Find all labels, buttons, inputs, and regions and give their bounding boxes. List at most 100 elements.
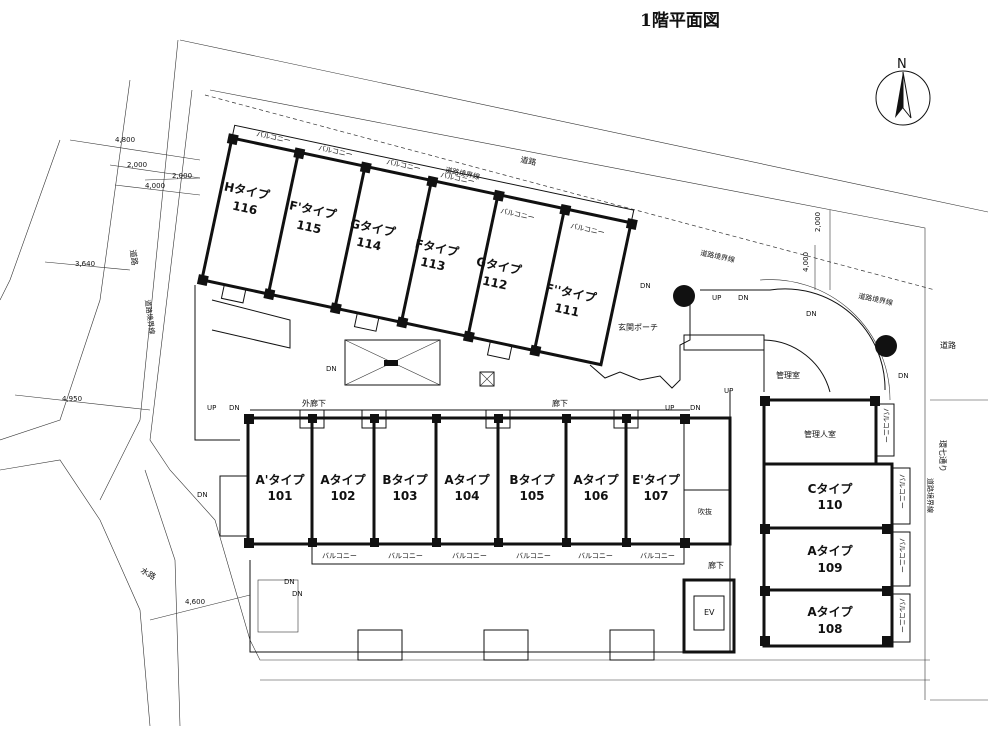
svg-text:Hタイプ: Hタイプ [223, 178, 272, 202]
dn-label-porch: DN [640, 282, 651, 290]
east-units [760, 396, 911, 648]
south-wing [219, 409, 732, 565]
unit-114: Gタイプ 114 [349, 215, 398, 253]
road-boundary-label-north-2: 道路境界線 [700, 248, 736, 264]
dim-2000-b: 2,000 [172, 172, 192, 180]
up-label-corridor: UP [665, 404, 674, 412]
svg-text:Aタイプ: Aタイプ [807, 543, 853, 558]
road-label-west: 道路 [128, 249, 140, 266]
unit-101: A'タイプ 101 [256, 472, 306, 503]
svg-text:Cタイプ: Cタイプ [808, 481, 854, 496]
north-arrow-icon [875, 70, 931, 126]
unit-104: Aタイプ 104 [444, 472, 490, 503]
road-label-east: 道路 [940, 340, 956, 350]
balcony-label-manager: バルコニー [882, 408, 890, 443]
unit-116: Hタイプ 116 [223, 178, 272, 217]
dim-2000-c: 2,000 [814, 212, 822, 232]
svg-text:Bタイプ: Bタイプ [509, 472, 555, 487]
svg-text:Aタイプ: Aタイプ [807, 604, 853, 619]
balcony-label-112: バルコニー [500, 207, 536, 222]
balcony-label-109: バルコニー [898, 538, 906, 573]
balcony-label-103: バルコニー [388, 552, 423, 560]
svg-text:Bタイプ: Bタイプ [382, 472, 428, 487]
svg-text:103: 103 [392, 489, 417, 503]
svg-text:113: 113 [419, 255, 446, 274]
dim-4950: 4,950 [62, 395, 82, 403]
dim-4800: 4,800 [115, 136, 135, 144]
dn-label-ramp-2: DN [898, 372, 909, 380]
road-boundary-label-loop7: 道路境界線 [926, 478, 935, 513]
corridor-label-east: 廊下 [708, 560, 724, 570]
svg-text:Gタイプ: Gタイプ [349, 215, 398, 239]
corridor-label-north: 廊下 [552, 398, 568, 408]
dimension-lines [14, 139, 831, 621]
balcony-label-107: バルコニー [640, 552, 675, 560]
dn-label-east: DN [738, 294, 749, 302]
road-boundary-label-west: 道路境界線 [143, 299, 157, 335]
up-label-core: UP [724, 387, 733, 395]
svg-text:Aタイプ: Aタイプ [444, 472, 490, 487]
svg-text:116: 116 [231, 199, 258, 218]
unit-111: F''タイプ 111 [544, 280, 599, 320]
dn-label-west-2: DN [197, 491, 208, 499]
svg-text:110: 110 [817, 498, 842, 512]
dn-label-corridor: DN [690, 404, 701, 412]
balcony-label-104: バルコニー [452, 552, 487, 560]
balcony-label-108: バルコニー [898, 598, 906, 633]
north-label: N [897, 57, 907, 72]
diagonal-wing [196, 124, 638, 367]
management-room-label: 管理室 [776, 370, 800, 380]
svg-text:F''タイプ: F''タイプ [544, 280, 599, 306]
unit-109: Aタイプ 109 [807, 543, 853, 575]
svg-text:114: 114 [355, 235, 382, 254]
waterway-label: 水路 [139, 565, 158, 582]
dim-4000: 4,000 [145, 182, 165, 190]
svg-text:E'タイプ: E'タイプ [632, 472, 681, 487]
svg-text:109: 109 [817, 561, 842, 575]
svg-text:Aタイプ: Aタイプ [320, 472, 366, 487]
svg-text:112: 112 [481, 274, 508, 293]
balcony-label-102: バルコニー [322, 552, 357, 560]
dn-label-west: DN [229, 404, 240, 412]
svg-text:104: 104 [454, 489, 479, 503]
svg-text:115: 115 [295, 218, 322, 237]
ev-label: EV [704, 608, 715, 617]
dim-2000-a: 2,000 [127, 161, 147, 169]
loop7-label: 環七通り [938, 440, 948, 472]
svg-text:Aタイプ: Aタイプ [573, 472, 619, 487]
road-label-north: 道路 [520, 154, 538, 167]
dim-3640: 3,640 [75, 260, 95, 268]
up-label-west: UP [207, 404, 216, 412]
manager-room-label: 管理人室 [804, 429, 836, 439]
east-entrance [673, 279, 897, 401]
svg-text:102: 102 [330, 489, 355, 503]
east-core [682, 334, 831, 654]
page-title: 1階平面図 [640, 11, 720, 31]
svg-text:106: 106 [583, 489, 608, 503]
dn-label-lower: DN [284, 578, 295, 586]
svg-text:111: 111 [553, 301, 580, 320]
unit-113: Fタイプ 113 [414, 236, 461, 274]
unit-102: Aタイプ 102 [320, 472, 366, 503]
road-boundary-label-east: 道路境界線 [858, 291, 894, 307]
unit-108: Aタイプ 108 [807, 604, 853, 636]
svg-text:105: 105 [519, 489, 544, 503]
void-label: 吹抜 [698, 507, 712, 516]
svg-text:108: 108 [817, 622, 842, 636]
unit-103: Bタイプ 103 [382, 472, 428, 503]
unit-106: Aタイプ 106 [573, 472, 619, 503]
unit-115: F'タイプ 115 [288, 197, 339, 236]
balcony-label-110: バルコニー [898, 474, 906, 509]
dn-label-ramp: DN [806, 310, 817, 318]
site-lines [0, 39, 989, 727]
entrance-porch-label: 玄関ポーチ [618, 322, 658, 332]
balcony-label-111: バルコニー [570, 222, 606, 237]
dim-4000-b: 4,000 [802, 252, 810, 272]
svg-text:F'タイプ: F'タイプ [288, 197, 339, 222]
balcony-label-106: バルコニー [578, 552, 613, 560]
unit-105: Bタイプ 105 [509, 472, 555, 503]
outer-corridor-label: 外廊下 [302, 398, 326, 408]
svg-text:A'タイプ: A'タイプ [256, 472, 306, 487]
up-label-east: UP [712, 294, 721, 302]
